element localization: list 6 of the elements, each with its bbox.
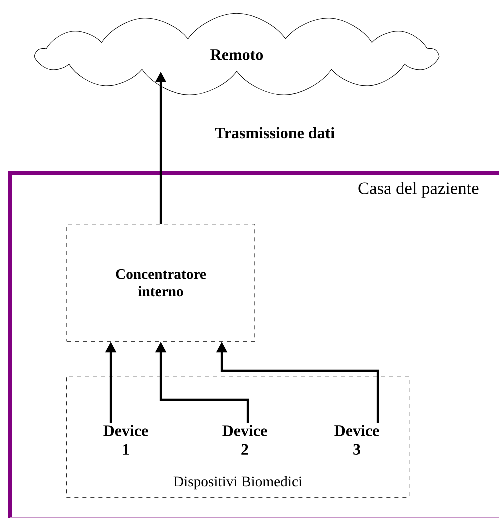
region-heading: Casa del paziente	[358, 182, 479, 198]
device-label: Device 1	[104, 425, 148, 455]
process-box: Concentratore interno	[66, 224, 256, 342]
device-label: Device 3	[334, 425, 380, 455]
edge-label: Trasmissione dati	[214, 126, 336, 140]
device-label: Device 2	[222, 425, 268, 455]
